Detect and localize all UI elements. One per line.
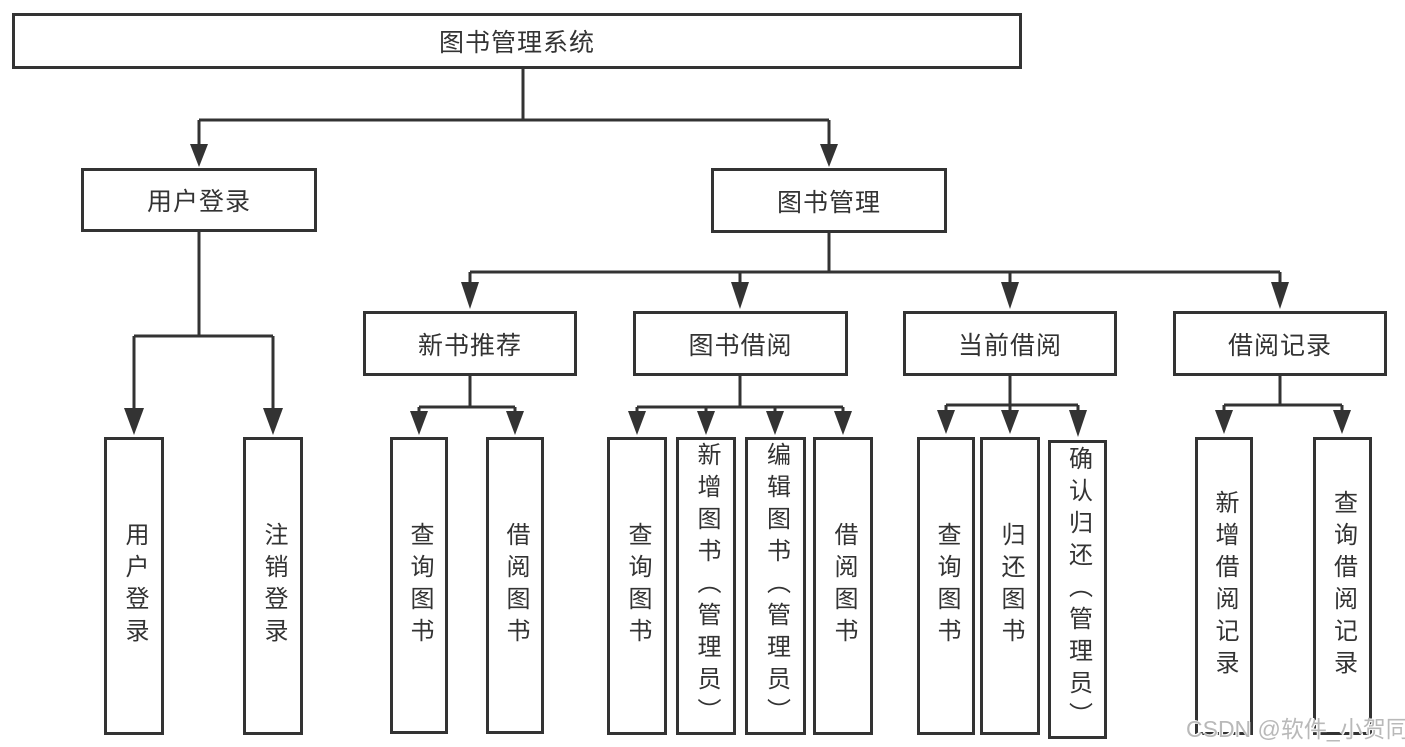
arrowhead bbox=[506, 411, 524, 435]
arrowhead bbox=[1271, 282, 1289, 309]
connector-bookmgmt-to-level3 bbox=[461, 232, 1289, 309]
leaf-recommend-borrow-books: 借阅图书 bbox=[486, 437, 544, 734]
arrowhead bbox=[628, 411, 646, 435]
leaf-borrow-edit-books-admin: 编辑图书（管理员） bbox=[745, 437, 806, 735]
arrowhead bbox=[937, 410, 955, 434]
arrowhead bbox=[190, 144, 208, 167]
leaf-borrow-query-books: 查询图书 bbox=[607, 437, 667, 735]
leaf-borrow-add-books-admin: 新增图书（管理员） bbox=[676, 437, 736, 735]
arrowhead bbox=[1069, 410, 1087, 437]
leaf-records-query-record: 查询借阅记录 bbox=[1313, 437, 1372, 735]
leaf-current-confirm-return-admin: 确认归还（管理员） bbox=[1048, 440, 1107, 739]
connector-borrowrecords-to-leaves bbox=[1215, 375, 1351, 434]
node-new-book-recommend: 新书推荐 bbox=[363, 311, 577, 376]
connector-root-to-level2 bbox=[190, 69, 838, 167]
leaf-label: 借阅图书 bbox=[830, 522, 857, 650]
leaf-label: 新增借阅记录 bbox=[1211, 490, 1238, 682]
node-borrow-records: 借阅记录 bbox=[1173, 311, 1387, 376]
leaf-label: 新增图书（管理员） bbox=[693, 442, 720, 730]
arrowhead bbox=[820, 144, 838, 167]
csdn-watermark: CSDN @软件_小贺同学 bbox=[1186, 716, 1405, 742]
leaf-records-add-record: 新增借阅记录 bbox=[1195, 437, 1253, 735]
node-book-management: 图书管理 bbox=[711, 168, 947, 233]
leaf-user-login: 用户登录 bbox=[104, 437, 164, 735]
node-user-login: 用户登录 bbox=[81, 168, 317, 232]
arrowhead bbox=[1001, 282, 1019, 309]
leaf-label: 注销登录 bbox=[260, 522, 287, 650]
leaf-label: 编辑图书（管理员） bbox=[762, 442, 790, 730]
arrowhead bbox=[461, 282, 479, 309]
arrowhead bbox=[124, 408, 144, 435]
arrowhead bbox=[263, 408, 283, 435]
leaf-label: 确认归还（管理员） bbox=[1064, 445, 1092, 734]
arrowhead bbox=[1001, 410, 1019, 434]
arrowhead bbox=[766, 411, 784, 435]
arrowhead bbox=[410, 411, 428, 435]
arrowhead bbox=[697, 411, 715, 435]
leaf-label: 借阅图书 bbox=[502, 521, 529, 650]
leaf-label: 用户登录 bbox=[121, 522, 148, 650]
arrowhead bbox=[834, 411, 852, 435]
connector-currentborrow-to-leaves bbox=[937, 375, 1087, 437]
node-current-borrow: 当前借阅 bbox=[903, 311, 1117, 376]
arrowhead bbox=[731, 282, 749, 309]
arrowhead bbox=[1333, 410, 1351, 434]
connector-userlogin-to-leaves bbox=[124, 231, 283, 435]
leaf-label: 归还图书 bbox=[997, 522, 1024, 650]
leaf-borrow-borrow-books: 借阅图书 bbox=[813, 437, 873, 735]
leaf-label: 查询图书 bbox=[624, 522, 651, 650]
leaf-recommend-query-books: 查询图书 bbox=[390, 437, 448, 734]
leaf-label: 查询借阅记录 bbox=[1329, 490, 1357, 682]
leaf-label: 查询图书 bbox=[406, 521, 433, 650]
arrowhead bbox=[1215, 410, 1233, 434]
node-root-system: 图书管理系统 bbox=[12, 13, 1022, 69]
leaf-current-query-books: 查询图书 bbox=[917, 437, 975, 735]
connector-bookborrow-to-leaves bbox=[628, 375, 852, 435]
leaf-label: 查询图书 bbox=[933, 522, 960, 650]
node-book-borrow: 图书借阅 bbox=[633, 311, 848, 376]
connector-newbookrec-to-leaves bbox=[410, 375, 524, 435]
leaf-current-return-books: 归还图书 bbox=[980, 437, 1040, 735]
leaf-logout: 注销登录 bbox=[243, 437, 303, 735]
